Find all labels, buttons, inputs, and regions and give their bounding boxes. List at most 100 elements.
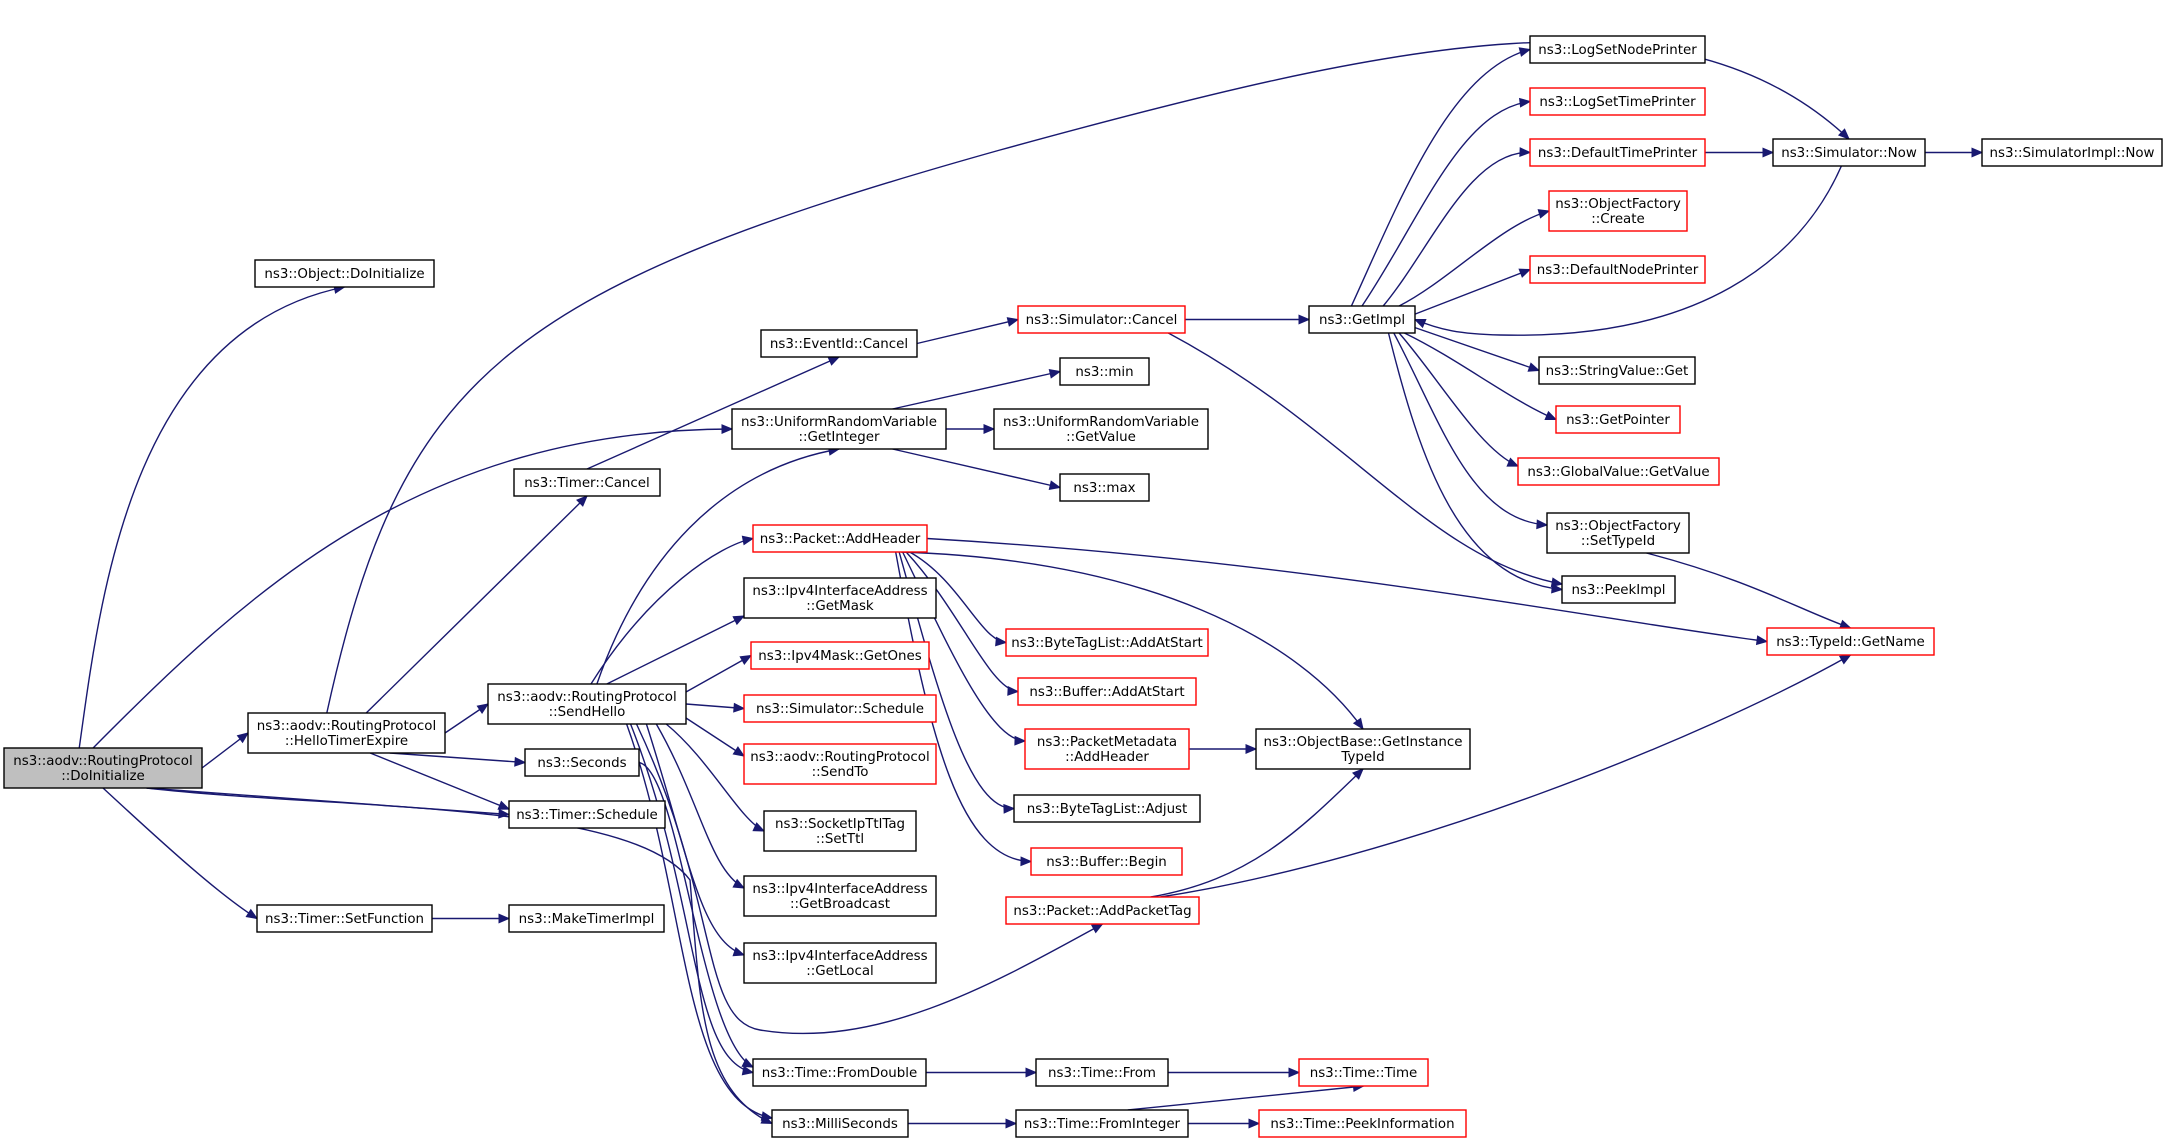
node-pkt-addheader[interactable]: ns3::Packet::AddHeader bbox=[752, 524, 928, 553]
node-log-timeprinter[interactable]: ns3::LogSetTimePrinter bbox=[1529, 87, 1706, 116]
node-box[interactable] bbox=[1024, 728, 1190, 770]
node-ipv4ia-getlocal[interactable]: ns3::Ipv4InterfaceAddress::GetLocal bbox=[743, 942, 937, 984]
node-box[interactable] bbox=[1766, 627, 1935, 656]
node-max[interactable]: ns3::max bbox=[1059, 473, 1150, 502]
node-send-hello[interactable]: ns3::aodv::RoutingProtocol::SendHello bbox=[487, 683, 687, 725]
node-seconds[interactable]: ns3::Seconds bbox=[524, 748, 640, 777]
node-box[interactable] bbox=[1005, 628, 1209, 657]
node-box[interactable] bbox=[3, 747, 203, 789]
node-box[interactable] bbox=[1529, 138, 1706, 167]
node-box[interactable] bbox=[1981, 138, 2163, 167]
node-default-nodeprinter[interactable]: ns3::DefaultNodePrinter bbox=[1529, 255, 1706, 284]
node-box[interactable] bbox=[1013, 794, 1201, 823]
node-getpointer[interactable]: ns3::GetPointer bbox=[1555, 405, 1681, 434]
node-box[interactable] bbox=[731, 408, 947, 450]
node-buf-begin[interactable]: ns3::Buffer::Begin bbox=[1030, 847, 1183, 876]
node-box[interactable] bbox=[1005, 896, 1200, 925]
node-time-fromint[interactable]: ns3::Time::FromInteger bbox=[1015, 1109, 1189, 1138]
node-urv-getval[interactable]: ns3::UniformRandomVariable::GetValue bbox=[993, 408, 1209, 450]
node-objfactory-settypeid[interactable]: ns3::ObjectFactory::SetTypeId bbox=[1546, 512, 1690, 554]
node-timer-setfn[interactable]: ns3::Timer::SetFunction bbox=[256, 904, 433, 933]
node-btl-adjust[interactable]: ns3::ByteTagList::Adjust bbox=[1013, 794, 1201, 823]
node-sim-cancel[interactable]: ns3::Simulator::Cancel bbox=[1017, 305, 1186, 334]
node-time-time[interactable]: ns3::Time::Time bbox=[1298, 1058, 1429, 1087]
node-box[interactable] bbox=[743, 942, 937, 984]
node-box[interactable] bbox=[1546, 512, 1690, 554]
node-box[interactable] bbox=[254, 259, 435, 288]
node-log-nodeprinter[interactable]: ns3::LogSetNodePrinter bbox=[1529, 35, 1706, 64]
node-time-fromdouble[interactable]: ns3::Time::FromDouble bbox=[752, 1058, 927, 1087]
node-peekimpl[interactable]: ns3::PeekImpl bbox=[1561, 575, 1676, 604]
node-default-timeprinter[interactable]: ns3::DefaultTimePrinter bbox=[1529, 138, 1706, 167]
node-box[interactable] bbox=[763, 810, 917, 852]
node-getimpl[interactable]: ns3::GetImpl bbox=[1308, 305, 1416, 334]
node-box[interactable] bbox=[1529, 87, 1706, 116]
node-socketipttl[interactable]: ns3::SocketIpTtlTag::SetTtl bbox=[763, 810, 917, 852]
node-box[interactable] bbox=[771, 1109, 909, 1138]
node-root[interactable]: ns3::aodv::RoutingProtocol::DoInitialize bbox=[3, 747, 203, 789]
node-box[interactable] bbox=[760, 329, 918, 358]
node-sim-schedule[interactable]: ns3::Simulator::Schedule bbox=[743, 694, 937, 723]
node-time-peekinfo[interactable]: ns3::Time::PeekInformation bbox=[1258, 1109, 1467, 1138]
node-millis[interactable]: ns3::MilliSeconds bbox=[771, 1109, 909, 1138]
node-box[interactable] bbox=[1059, 357, 1150, 386]
node-box[interactable] bbox=[247, 712, 446, 754]
node-pkt-addpkttag[interactable]: ns3::Packet::AddPacketTag bbox=[1005, 896, 1200, 925]
node-sim-now[interactable]: ns3::Simulator::Now bbox=[1772, 138, 1926, 167]
node-pktmeta-addheader[interactable]: ns3::PacketMetadata::AddHeader bbox=[1024, 728, 1190, 770]
node-box[interactable] bbox=[752, 524, 928, 553]
node-timer-schedule[interactable]: ns3::Timer::Schedule bbox=[508, 800, 666, 829]
node-globalvalue-getvalue[interactable]: ns3::GlobalValue::GetValue bbox=[1517, 457, 1720, 486]
node-simimpl-now[interactable]: ns3::SimulatorImpl::Now bbox=[1981, 138, 2163, 167]
node-timer-cancel[interactable]: ns3::Timer::Cancel bbox=[513, 468, 661, 497]
node-stringvalue-get[interactable]: ns3::StringValue::Get bbox=[1538, 356, 1696, 385]
node-box[interactable] bbox=[743, 694, 937, 723]
node-box[interactable] bbox=[993, 408, 1209, 450]
node-box[interactable] bbox=[1529, 35, 1706, 64]
node-hello-expire[interactable]: ns3::aodv::RoutingProtocol::HelloTimerEx… bbox=[247, 712, 446, 754]
node-box[interactable] bbox=[1035, 1058, 1169, 1087]
node-min[interactable]: ns3::min bbox=[1059, 357, 1150, 386]
node-ipv4ia-getmask[interactable]: ns3::Ipv4InterfaceAddress::GetMask bbox=[743, 577, 937, 619]
node-urv-getint[interactable]: ns3::UniformRandomVariable::GetInteger bbox=[731, 408, 947, 450]
node-box[interactable] bbox=[1561, 575, 1676, 604]
node-ipv4ia-getbcast[interactable]: ns3::Ipv4InterfaceAddress::GetBroadcast bbox=[743, 875, 937, 917]
node-box[interactable] bbox=[1517, 457, 1720, 486]
node-objfactory-create[interactable]: ns3::ObjectFactory::Create bbox=[1548, 190, 1688, 232]
node-box[interactable] bbox=[1059, 473, 1150, 502]
node-box[interactable] bbox=[256, 904, 433, 933]
node-box[interactable] bbox=[1772, 138, 1926, 167]
node-box[interactable] bbox=[1258, 1109, 1467, 1138]
node-btl-addatstart[interactable]: ns3::ByteTagList::AddAtStart bbox=[1005, 628, 1209, 657]
node-box[interactable] bbox=[1308, 305, 1416, 334]
node-box[interactable] bbox=[508, 904, 665, 933]
node-box[interactable] bbox=[752, 1058, 927, 1087]
node-eventid-cancel[interactable]: ns3::EventId::Cancel bbox=[760, 329, 918, 358]
node-aodv-sendto[interactable]: ns3::aodv::RoutingProtocol::SendTo bbox=[743, 743, 937, 785]
node-box[interactable] bbox=[1298, 1058, 1429, 1087]
node-box[interactable] bbox=[750, 641, 930, 670]
node-box[interactable] bbox=[1548, 190, 1688, 232]
node-box[interactable] bbox=[524, 748, 640, 777]
node-box[interactable] bbox=[508, 800, 666, 829]
node-ipv4mask-getones[interactable]: ns3::Ipv4Mask::GetOnes bbox=[750, 641, 930, 670]
node-box[interactable] bbox=[743, 875, 937, 917]
node-box[interactable] bbox=[1529, 255, 1706, 284]
node-box[interactable] bbox=[1015, 1109, 1189, 1138]
node-make-timer[interactable]: ns3::MakeTimerImpl bbox=[508, 904, 665, 933]
node-box[interactable] bbox=[743, 577, 937, 619]
node-time-from[interactable]: ns3::Time::From bbox=[1035, 1058, 1169, 1087]
node-box[interactable] bbox=[487, 683, 687, 725]
node-box[interactable] bbox=[1255, 728, 1471, 770]
node-box[interactable] bbox=[1555, 405, 1681, 434]
node-box[interactable] bbox=[1538, 356, 1696, 385]
node-obj-doinit[interactable]: ns3::Object::DoInitialize bbox=[254, 259, 435, 288]
node-box[interactable] bbox=[1017, 677, 1197, 706]
node-box[interactable] bbox=[743, 743, 937, 785]
node-box[interactable] bbox=[513, 468, 661, 497]
node-typeid-getname[interactable]: ns3::TypeId::GetName bbox=[1766, 627, 1935, 656]
node-box[interactable] bbox=[1030, 847, 1183, 876]
node-buf-addatstart[interactable]: ns3::Buffer::AddAtStart bbox=[1017, 677, 1197, 706]
node-box[interactable] bbox=[1017, 305, 1186, 334]
